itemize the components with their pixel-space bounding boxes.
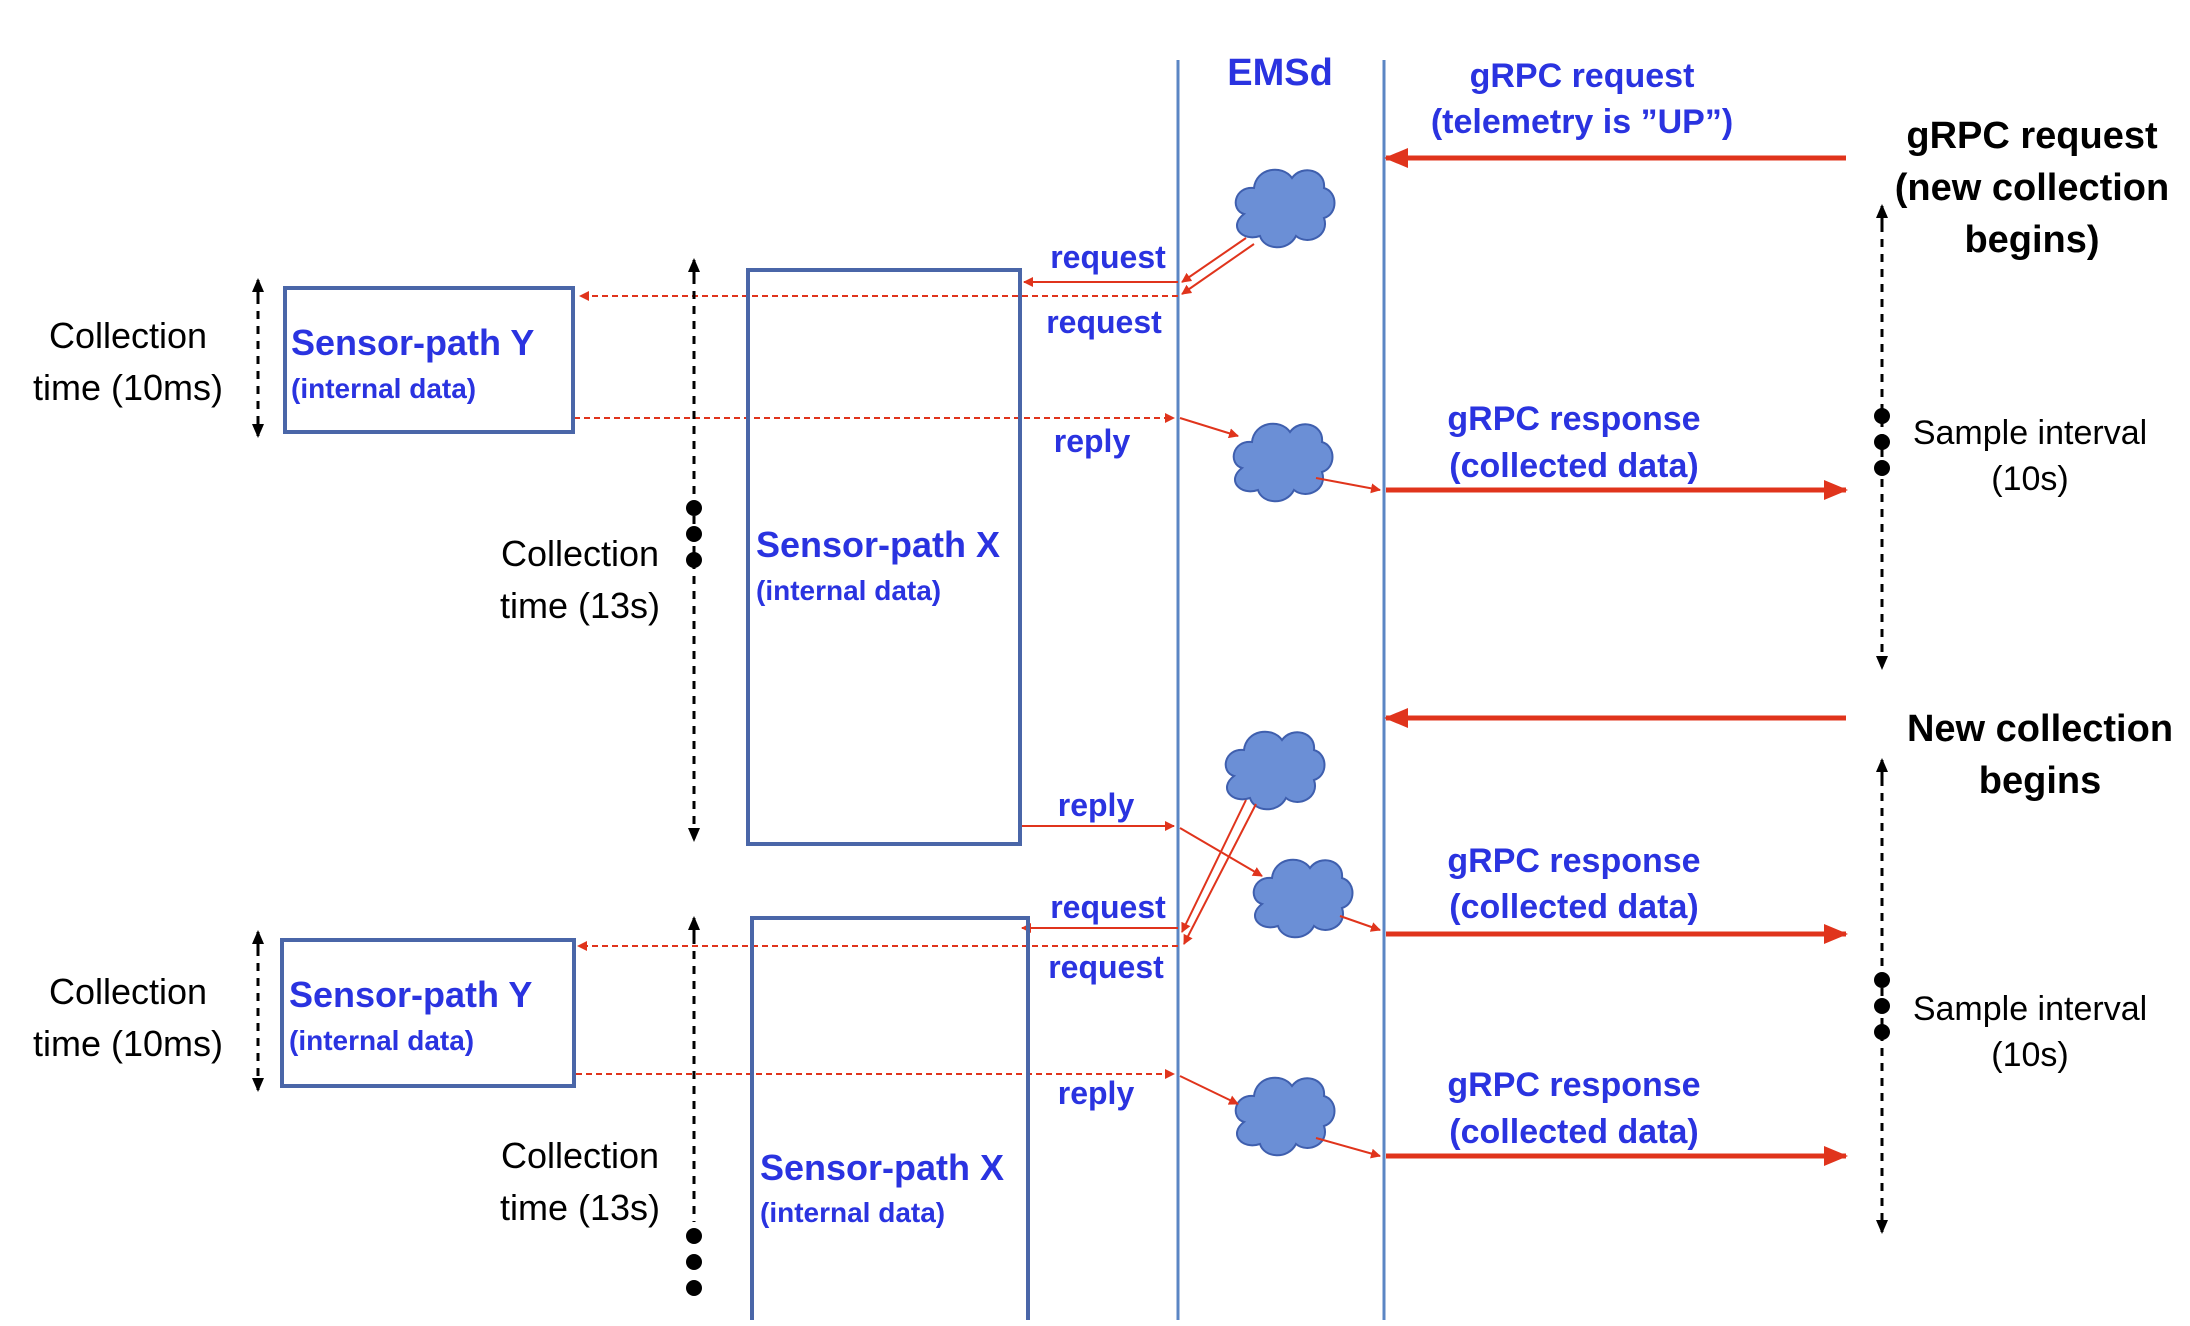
collection-time-s-line1: Collection [501,1135,659,1176]
cloud-icon [1232,422,1334,503]
sample-interval-line1: Sample interval [1913,990,2147,1028]
reply-label: reply [1058,787,1135,823]
sensor-path-x-sub: (internal data) [756,575,941,606]
right-request-line2: (new collection [1895,167,2169,209]
emsd-title: EMSd [1227,52,1333,94]
ellipsis-dot [686,552,702,568]
ellipsis-dot [686,1254,702,1270]
reply-label: reply [1058,1075,1135,1111]
collection-time-s-line2: time (13s) [500,1187,660,1228]
cloud-icon [1252,858,1354,939]
cloud-to-lifeline-arrow [1315,1137,1381,1159]
new-collection-line1: New collection [1907,708,2173,750]
grpc-response-sub: (collected data) [1449,1113,1698,1151]
ellipsis-dot [1874,408,1890,424]
ellipsis-dot [1874,1024,1890,1040]
sensor-path-y-sub: (internal data) [289,1025,474,1056]
reply-arrow-to-cloud [1179,417,1239,439]
cloud-icon [1234,168,1336,249]
collection-time-s-line1: Collection [501,533,659,574]
request-arrow-diag [1181,237,1247,283]
grpc-response-sub: (collected data) [1449,447,1698,485]
request-label: request [1046,304,1162,340]
cloud-to-lifeline-arrow [1339,915,1381,932]
sensor-path-y-title: Sensor-path Y [291,322,534,363]
request-arrow-diag [1183,803,1257,945]
sensor-path-x-title: Sensor-path X [756,524,1000,565]
cloud-icon [1224,730,1326,811]
grpc-request-sub: (telemetry is ”UP”) [1431,103,1733,141]
grpc-response-label: gRPC response [1447,842,1700,880]
collection-time-ms-line2: time (10ms) [33,367,223,408]
grpc-response-label: gRPC response [1447,1066,1700,1104]
request-label: request [1048,949,1164,985]
sample-interval-line2: (10s) [1991,460,2068,498]
collection-time-ms-line2: time (10ms) [33,1023,223,1064]
ellipsis-dot [1874,972,1890,988]
collection-time-ms-line1: Collection [49,315,207,356]
request-label: request [1050,239,1166,275]
ellipsis-dot [686,1280,702,1296]
ellipsis-dot [1874,998,1890,1014]
sensor-path-y-box [283,286,575,434]
ellipsis-dot [1874,434,1890,450]
cloud-to-lifeline-arrow [1315,477,1381,494]
cloud-icon [1234,1076,1336,1157]
ellipsis-dot [686,526,702,542]
grpc-response-sub: (collected data) [1449,888,1698,926]
sensor-path-x-title: Sensor-path X [760,1147,1004,1188]
new-collection-line2: begins [1979,760,2101,802]
right-request-line1: gRPC request [1906,115,2158,157]
ellipsis-dot [686,500,702,516]
sensor-path-y-box [280,938,576,1088]
sample-interval-line1: Sample interval [1913,414,2147,452]
grpc-request-label: gRPC request [1470,57,1695,95]
sensor-path-x-sub: (internal data) [760,1197,945,1228]
sensor-path-y-sub: (internal data) [291,373,476,404]
request-arrow-diag [1181,799,1247,933]
grpc-response-label: gRPC response [1447,400,1700,438]
sensor-path-x-box [750,916,1030,1320]
ellipsis-dot [686,1228,702,1244]
request-arrow-diag [1181,243,1255,295]
collection-time-ms-line1: Collection [49,971,207,1012]
reply-arrow-to-cloud [1179,1075,1239,1105]
reply-label: reply [1054,423,1131,459]
sample-interval-line2: (10s) [1991,1036,2068,1074]
sensor-path-x-box [746,268,1022,846]
right-request-line3: begins) [1964,219,2099,261]
ellipsis-dot [1874,460,1890,476]
sensor-path-y-title: Sensor-path Y [289,974,532,1015]
request-label: request [1050,889,1166,925]
collection-time-s-line2: time (13s) [500,585,660,626]
